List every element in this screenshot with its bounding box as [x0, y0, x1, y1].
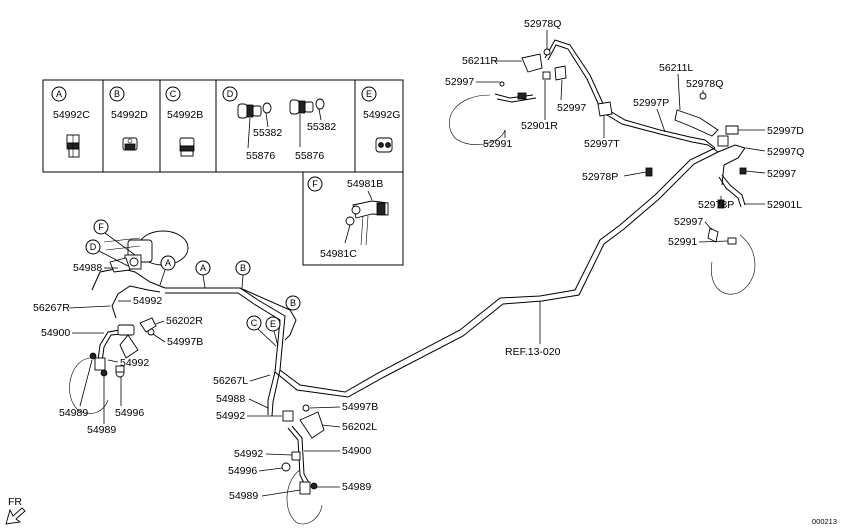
label-52978q-right: 52978Q	[686, 78, 723, 90]
label-54988-bot: 54988	[216, 393, 245, 405]
inset-e-letter: E	[366, 89, 372, 99]
disc-rear-right	[286, 469, 323, 525]
label-56211l: 56211L	[659, 62, 693, 74]
inset-d-part-55382-b: 55382	[307, 121, 336, 133]
master-cylinder-icon	[103, 230, 189, 273]
label-56211r: 56211R	[462, 55, 498, 67]
inset-d-part-55876-b: 55876	[295, 150, 324, 162]
label-52997-c: 52997	[767, 168, 796, 180]
label-52997-b: 52997	[557, 102, 586, 114]
callout-f: F	[98, 222, 104, 232]
label-54989-b: 54989	[87, 424, 116, 436]
label-54992-c: 54992	[216, 410, 245, 422]
fr-arrow-icon	[5, 507, 26, 525]
label-54996-b: 54996	[228, 465, 257, 477]
inset-table	[42, 79, 404, 266]
clip-54992b-icon	[179, 137, 195, 157]
label-54900-left: 54900	[41, 327, 70, 339]
label-56202r: 56202R	[166, 315, 203, 327]
rear-right-hose	[281, 404, 325, 495]
callouts: F D A A B B C E	[85, 219, 301, 347]
label-54988-top: 54988	[73, 262, 102, 274]
label-56267l: 56267L	[213, 375, 248, 387]
inset-b-part: 54992D	[111, 109, 148, 121]
label-52991-right: 52991	[668, 236, 697, 248]
inset-a-part: 54992C	[53, 109, 90, 121]
inset-a-circle	[51, 86, 67, 102]
grommet-right-icon	[289, 98, 325, 147]
label-52978p-a: 52978P	[582, 171, 618, 183]
label-56267r: 56267R	[33, 302, 70, 314]
inset-c-letter: C	[170, 89, 177, 99]
label-52901r: 52901R	[521, 120, 558, 132]
callout-a1: A	[165, 258, 171, 268]
inset-b: B 54992D	[109, 86, 148, 151]
label-52997q: 52997Q	[767, 146, 804, 158]
fr-label: FR	[8, 496, 22, 508]
label-ref-13-020: REF.13-020	[505, 346, 561, 358]
label-54989-c: 54989	[229, 490, 258, 502]
part-labels: 52978Q 56211R 52997 52997 52901R 52991 5…	[33, 18, 804, 502]
bracket-56211l	[674, 109, 719, 137]
inset-d-part-55382-a: 55382	[253, 127, 282, 139]
label-54989-d: 54989	[342, 481, 371, 493]
label-54992-d: 54992	[234, 448, 263, 460]
label-52978p-b: 52978P	[698, 199, 734, 211]
label-52978q-top: 52978Q	[524, 18, 561, 30]
brake-pipes	[91, 39, 746, 417]
label-54989-a: 54989	[59, 407, 88, 419]
inset-d: D 55382 55382 55876 55876	[222, 86, 336, 162]
callout-a2: A	[200, 263, 206, 273]
front-direction-indicator: FR	[5, 496, 26, 525]
label-54997b-a: 54997B	[167, 336, 203, 348]
inset-f-part-54981b: 54981B	[347, 178, 383, 190]
brake-discs	[69, 94, 756, 525]
clip-54992c-icon	[66, 134, 80, 158]
inset-f-part-54981c: 54981C	[320, 248, 357, 260]
label-54992-a: 54992	[133, 295, 162, 307]
label-54996-a: 54996	[115, 407, 144, 419]
label-52997-a: 52997	[445, 76, 474, 88]
inset-a: A 54992C	[51, 86, 90, 158]
disc-rear-left	[69, 357, 109, 414]
callout-e: E	[270, 319, 276, 329]
callout-b1: B	[240, 263, 246, 273]
inset-c: C 54992B	[165, 86, 203, 157]
callout-b2: B	[290, 298, 296, 308]
callout-d: D	[90, 242, 97, 252]
inset-f-letter: F	[312, 179, 318, 189]
label-52997-d: 52997	[674, 216, 703, 228]
inset-f: F 54981B 54981C	[307, 176, 389, 260]
label-52901l: 52901L	[767, 199, 802, 211]
label-54992-b: 54992	[120, 357, 149, 369]
label-54900-bot: 54900	[342, 445, 371, 457]
label-56202l: 56202L	[342, 421, 377, 433]
label-52997p: 52997P	[633, 97, 669, 109]
doc-code: 000213	[812, 517, 837, 526]
inset-c-part: 54992B	[167, 109, 203, 121]
inset-a-letter: A	[56, 89, 62, 99]
callout-c: C	[251, 318, 258, 328]
inset-e-part: 54992G	[363, 109, 400, 121]
inset-d-part-55876-a: 55876	[246, 150, 275, 162]
label-52997d: 52997D	[767, 125, 804, 137]
label-52997t: 52997T	[584, 138, 620, 150]
label-54997b-b: 54997B	[342, 401, 378, 413]
grommet-left-icon	[237, 102, 272, 149]
clip-54992d-icon	[122, 137, 138, 151]
hose-bracket-icon	[345, 200, 389, 246]
rear-left-hose	[89, 317, 157, 378]
bracket-56211r	[521, 53, 543, 73]
inset-b-letter: B	[114, 89, 120, 99]
inset-e: E 54992G	[361, 86, 400, 153]
label-52991-top: 52991	[483, 138, 512, 150]
clip-54992g-icon	[375, 137, 393, 153]
inset-d-letter: D	[227, 89, 234, 99]
